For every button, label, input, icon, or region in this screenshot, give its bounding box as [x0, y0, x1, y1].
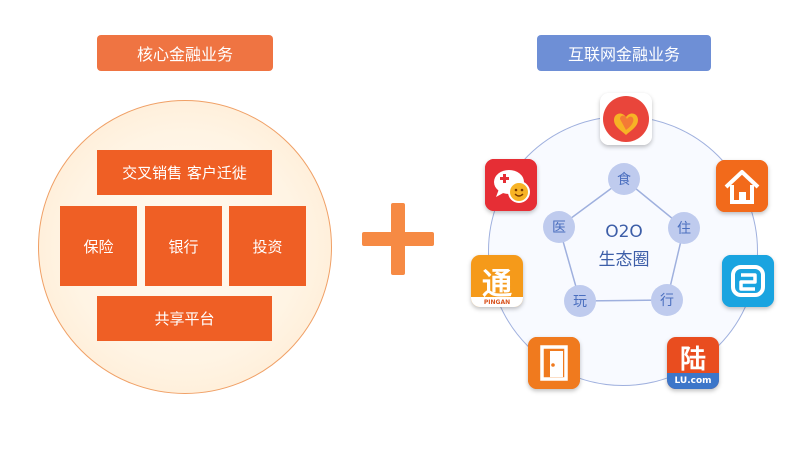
wanlitong-app-icon: 通 PINGAN [471, 255, 523, 307]
node-food: 食 [608, 163, 640, 195]
node-entertainment: 玩 [564, 285, 596, 317]
lufax-app-icon: 陆 LU.com [667, 337, 719, 389]
wanlitong-char: 通 [482, 267, 512, 302]
pingan-brand: PINGAN [471, 297, 523, 307]
internet-finance-title: 互联网金融业务 [537, 35, 711, 71]
heart-app-icon [600, 93, 652, 145]
cross-sell-block: 交叉销售 客户迁徙 [97, 150, 272, 195]
node-housing: 住 [668, 212, 700, 244]
ecosystem-label: 生态圈 [598, 250, 650, 270]
core-finance-title: 核心金融业务 [97, 35, 273, 71]
home-app-icon [716, 160, 768, 212]
banking-block: 银行 [145, 206, 222, 286]
link-app-icon [722, 255, 774, 307]
door-app-icon [528, 337, 580, 389]
node-medical: 医 [543, 211, 575, 243]
lufax-brand: LU.com [667, 373, 719, 389]
shared-platform-block: 共享平台 [97, 296, 272, 341]
o2o-label: O2O [605, 222, 643, 242]
insurance-block: 保险 [60, 206, 137, 286]
node-travel: 行 [651, 284, 683, 316]
chat-app-icon [485, 159, 537, 211]
plus-sign-horizontal [362, 232, 434, 246]
investment-block: 投资 [229, 206, 306, 286]
lufax-char: 陆 [679, 345, 706, 375]
